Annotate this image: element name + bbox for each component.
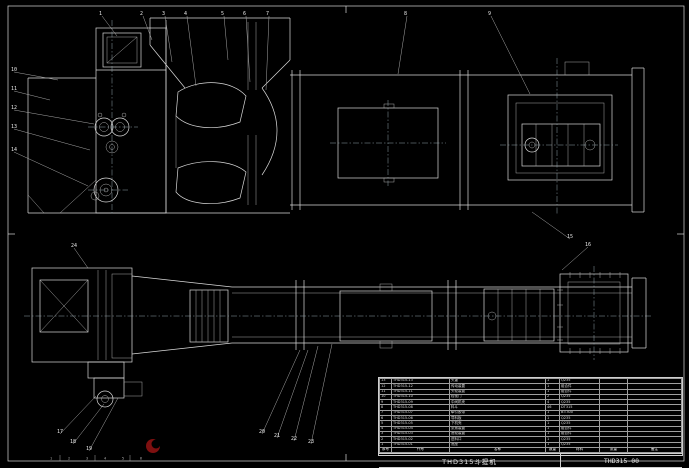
zone-digit: 3 (86, 457, 88, 461)
drawing-title: THD315斗提机 (379, 454, 561, 468)
elevator-head (27, 20, 290, 215)
zone-digit: 4 (104, 457, 106, 461)
leader-line (245, 15, 251, 83)
part-balloon: 21 (274, 433, 280, 439)
leader-line (561, 246, 589, 271)
bucket-section (149, 17, 291, 213)
part-balloon: 18 (70, 439, 76, 445)
elevation-view (27, 17, 645, 215)
part-balloon: 13 (11, 124, 17, 130)
part-balloon: 16 (585, 242, 591, 248)
bom-header-mat: 材料 (559, 446, 600, 454)
leader-line (72, 403, 105, 445)
plan-view (24, 266, 652, 408)
part-balloon: 7 (266, 11, 269, 17)
bom-header-code: 代号 (391, 446, 450, 454)
zone-digit: 2 (68, 457, 70, 461)
zone-digit: 6 (140, 457, 142, 461)
part-balloon: 9 (488, 11, 491, 17)
leader-line (397, 15, 408, 75)
head-access-box (102, 32, 142, 68)
head-pulley-group (90, 112, 130, 203)
part-balloon: 8 (404, 11, 407, 17)
part-balloon: 2 (140, 11, 143, 17)
leader-line (490, 15, 531, 95)
leader-line (13, 109, 95, 125)
drive-section (500, 58, 645, 215)
drive-plan (483, 266, 647, 360)
bom-header-qty: 数量 (545, 446, 560, 454)
part-balloon: 4 (184, 11, 187, 17)
part-balloon: 6 (243, 11, 246, 17)
sheet-frame (7, 5, 685, 462)
stamp-mark (146, 439, 161, 453)
bom-header-no: 序号 (379, 446, 392, 454)
bom-header-rem: 备注 (627, 446, 682, 454)
bom-header-mass: 质量 (599, 446, 628, 454)
leader-line (223, 15, 229, 61)
middle-casing (290, 70, 632, 210)
leader-line (73, 247, 89, 269)
casing-curve (261, 87, 278, 176)
part-balloon: 20 (259, 429, 265, 435)
leader-line (88, 397, 119, 452)
bom-header-row: 序号 代号 名称 数量 材料 质量 备注 (379, 446, 682, 454)
part-balloon: 3 (162, 11, 165, 17)
part-balloon: 11 (11, 86, 17, 92)
part-balloon: 12 (11, 105, 17, 111)
leader-line (13, 90, 51, 101)
drawing-number: THD315-00 (603, 456, 640, 465)
part-balloon: 23 (308, 439, 314, 445)
part-balloon: 14 (11, 147, 17, 153)
bucket-upper (175, 82, 247, 128)
casing-plan (24, 275, 652, 355)
leader-line (310, 343, 333, 445)
leader-line (293, 345, 319, 442)
zone-digits: 6 5 4 3 2 1 (50, 457, 142, 461)
title-block-main: THD315斗提机 THD315-00 (379, 453, 682, 468)
part-balloon: 10 (11, 67, 17, 73)
leader-line (13, 151, 89, 187)
zone-digit: 1 (50, 457, 52, 461)
leader-line (276, 349, 309, 439)
leader-line (261, 349, 301, 435)
part-balloon: 22 (291, 436, 297, 442)
leader-line (265, 15, 270, 91)
part-balloon: 19 (86, 446, 92, 452)
part-balloon: 17 (57, 429, 63, 435)
leader-line (164, 15, 173, 63)
leader-line (13, 128, 91, 151)
bucket-lower (175, 161, 247, 204)
part-balloon: 24 (71, 243, 77, 249)
part-balloon: 15 (567, 234, 573, 240)
leader-line (13, 71, 59, 81)
zone-digit: 5 (122, 457, 124, 461)
leader-line (186, 15, 197, 87)
leader-line (142, 15, 153, 41)
bom-header-name: 名称 (449, 446, 546, 454)
boot-plan (31, 267, 143, 408)
leader-line (531, 211, 571, 240)
leader-line (101, 15, 118, 37)
leader-line (59, 395, 97, 435)
part-balloon: 1 (99, 11, 102, 17)
part-balloon: 5 (221, 11, 224, 17)
